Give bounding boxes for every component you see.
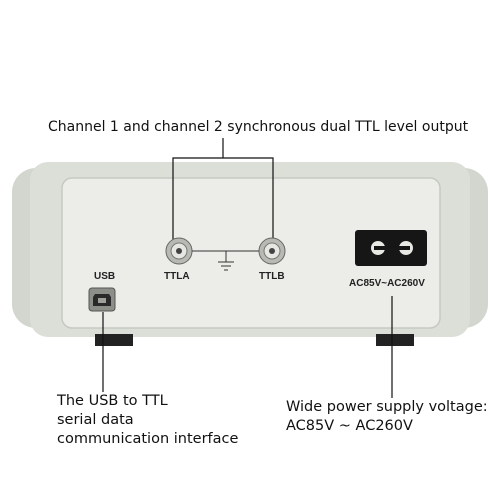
rear-panel-face [61, 177, 441, 329]
left-foot [95, 334, 133, 346]
usb-port [88, 287, 116, 312]
usb-label: USB [94, 271, 116, 282]
usb-interface-caption: The USB to TTL serial data communication… [57, 392, 238, 449]
ttla-label: TTLA [164, 271, 190, 282]
power-caption-line-2: AC85V ~ AC260V [286, 418, 413, 434]
power-rating-label: AC85V~AC260V [349, 278, 425, 289]
ground-symbol [192, 250, 259, 271]
ttl-output-caption: Channel 1 and channel 2 synchronous dual… [48, 119, 469, 135]
right-foot [376, 334, 414, 346]
power-supply-caption: Wide power supply voltage: AC85V ~ AC260… [286, 398, 488, 436]
ttla-connector [165, 237, 193, 265]
usb-caption-line-3: communication interface [57, 431, 239, 447]
usb-caption-line-1: The USB to TTL [57, 393, 168, 409]
power-caption-line-1: Wide power supply voltage: [286, 399, 488, 415]
usb-caption-line-2: serial data [57, 412, 134, 428]
ttlb-connector [258, 237, 286, 265]
power-socket [355, 230, 427, 266]
ttlb-label: TTLB [259, 271, 285, 282]
